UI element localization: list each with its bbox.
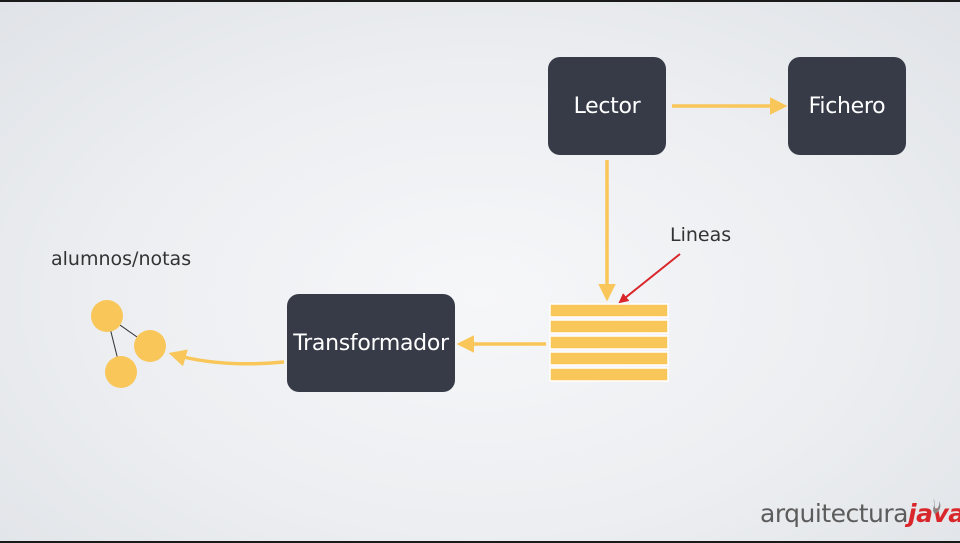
lineas-row [549, 303, 669, 318]
transformador-node: Transformador [287, 294, 455, 392]
graph-node [91, 300, 123, 332]
lector-node: Lector [548, 57, 666, 155]
lector-label: Lector [573, 93, 641, 119]
lineas-row [549, 335, 669, 350]
lineas-row [549, 367, 669, 382]
graph-node [134, 330, 166, 362]
arquitecturajava-logo: arquitecturajava [760, 499, 960, 528]
java-flame-icon [933, 499, 941, 514]
lineas-pointer-arrow [618, 253, 681, 304]
graph-node [105, 356, 137, 388]
transformador-label: Transformador [293, 330, 449, 356]
alumnos-notas-graph [91, 300, 166, 388]
lineas-stack [549, 303, 669, 382]
lineas-label: Lineas [670, 224, 732, 246]
lineas-row [549, 319, 669, 334]
arrow-transformador-to-graph [168, 349, 285, 367]
lineas-row [549, 351, 669, 366]
logo-text-java: java [908, 499, 960, 528]
logo-text-arquitectura: arquitectura [760, 499, 909, 528]
fichero-node: Fichero [788, 57, 906, 155]
fichero-label: Fichero [808, 93, 886, 119]
alumnos-notas-label: alumnos/notas [51, 248, 192, 270]
